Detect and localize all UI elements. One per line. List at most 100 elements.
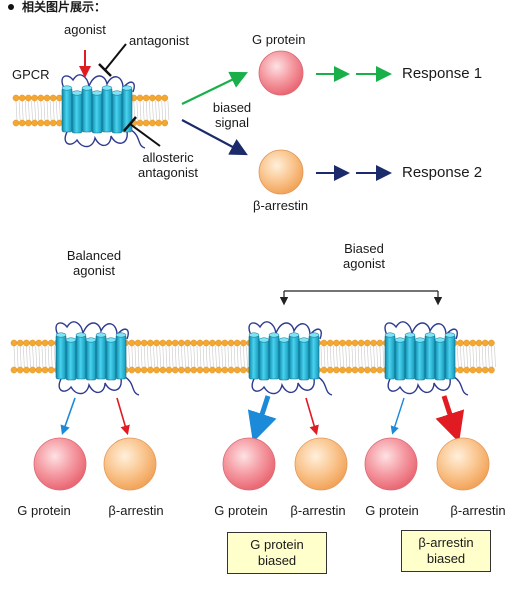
membrane-bead [233, 366, 241, 374]
biased-signal-label: biased signal [204, 100, 260, 130]
helix [95, 334, 107, 380]
allosteric-inhibitor [123, 116, 161, 147]
membrane-bead [10, 366, 18, 374]
membrane-bead [326, 366, 334, 374]
helix [91, 92, 103, 134]
helix [424, 334, 436, 380]
helix [434, 339, 446, 381]
membrane-bead [469, 366, 477, 374]
helix [61, 87, 73, 133]
membrane-bead [128, 339, 136, 347]
arrestin-label-top: β-arrestin [253, 198, 309, 213]
membrane-bead [370, 366, 377, 374]
allosteric-line1: allosteric [142, 150, 194, 165]
membrane-bead [29, 339, 36, 347]
helix [81, 87, 93, 133]
allosteric-line2: antagonist [138, 165, 198, 180]
biased-agonist-bracket [279, 290, 443, 306]
membrane-bead [339, 366, 346, 374]
membrane-bead [196, 339, 204, 347]
balanced-agonist-label: Balanced agonist [52, 248, 136, 278]
membrane-bead [370, 339, 377, 347]
membrane-bead [134, 366, 142, 374]
membrane-bead [142, 94, 150, 102]
response2-label: Response 2 [402, 164, 483, 181]
section-header: 相关图片展示： [4, 0, 106, 15]
membrane-bead [196, 366, 204, 374]
helix [268, 334, 280, 380]
gpcr-receptor-gbiased [248, 321, 333, 396]
helix [258, 339, 270, 381]
membrane-bead [345, 339, 353, 347]
arrestin-gbiased [294, 437, 348, 491]
helix [404, 334, 416, 380]
bullet-icon [8, 4, 14, 11]
antagonist-label: antagonist [129, 33, 189, 48]
membrane-bead [376, 366, 384, 374]
membrane-bead [16, 366, 24, 374]
gpcr-receptor-balanced [55, 321, 140, 396]
membrane-bead [351, 339, 359, 347]
membrane-bead [463, 339, 470, 347]
membrane-bead [364, 339, 371, 347]
membrane-bead [136, 119, 144, 127]
biased-line1: Biased [344, 241, 384, 256]
membrane-bead [184, 339, 191, 347]
helix [101, 87, 113, 133]
antagonist-inhibitor [98, 43, 127, 77]
membrane-bead [37, 94, 45, 102]
gbiased-g-arrow [247, 395, 277, 443]
balanced-line1: Balanced [66, 248, 122, 263]
helix [105, 339, 117, 381]
membrane-bead [488, 366, 495, 374]
membrane-bead [481, 366, 489, 374]
membrane-bead [351, 366, 359, 374]
membrane-bead [475, 339, 483, 347]
balanced-line2: agonist [73, 263, 115, 278]
membrane-bead [31, 94, 38, 102]
membrane-bead [159, 366, 167, 374]
membrane-bead [161, 94, 169, 102]
membrane-bead [475, 366, 483, 374]
membrane-bead [140, 366, 148, 374]
membrane-bead [56, 119, 63, 127]
helix [444, 334, 456, 380]
membrane-bead [165, 339, 173, 347]
header-title: 相关图片展示： [22, 0, 107, 14]
membrane-bead [165, 366, 173, 374]
gbiased-arrestin-arrow [305, 397, 319, 436]
helix [115, 334, 127, 380]
helix [384, 334, 396, 380]
membrane-bead [155, 119, 162, 127]
membrane-bead [43, 119, 51, 127]
membrane-bead [339, 339, 346, 347]
membrane-bead [357, 366, 365, 374]
g-protein-label-top: G protein [252, 32, 306, 47]
membrane-bead [41, 339, 49, 347]
balanced-arrestin-arrow [116, 397, 130, 436]
membrane-bead [227, 366, 235, 374]
box1-line2: biased [257, 553, 297, 568]
membrane-bead [56, 94, 63, 102]
membrane-bead [159, 339, 167, 347]
abiased-arrestin-arrow [435, 395, 465, 443]
allosteric-antagonist-label: allosteric antagonist [128, 150, 208, 180]
membrane-bead [136, 94, 144, 102]
membrane-bead [153, 339, 160, 347]
membrane-bead [128, 366, 136, 374]
membrane-bead [25, 94, 32, 102]
membrane-bead [153, 366, 160, 374]
helix [111, 92, 123, 134]
membrane-bead [23, 366, 30, 374]
arrestin-abiased [436, 437, 490, 491]
membrane-bead [35, 366, 43, 374]
helix [85, 339, 97, 381]
membrane-bead [31, 119, 38, 127]
arrestin-label-gbiased: β-arrestin [290, 503, 346, 518]
membrane-bead [190, 366, 198, 374]
membrane-bead [457, 366, 464, 374]
helix [71, 92, 83, 134]
g-protein-gbiased [222, 437, 276, 491]
membrane-bead [140, 339, 148, 347]
